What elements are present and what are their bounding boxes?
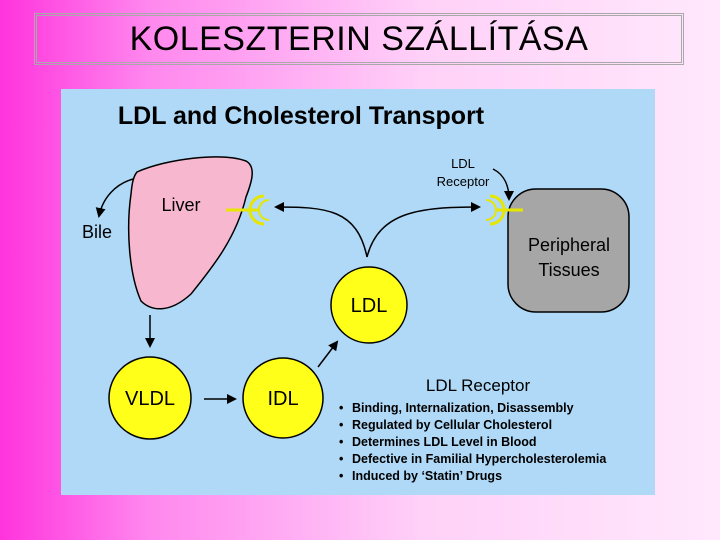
- liver-receptor-icon: [226, 194, 270, 226]
- ldl-transport-diagram: LDL and Cholesterol Transport Liver Bile…: [82, 102, 630, 483]
- idl-circle: [242, 357, 324, 439]
- peripheral-label-line2: Tissues: [538, 260, 599, 280]
- legend-bullet: •: [339, 435, 343, 449]
- liver-shape: [127, 156, 253, 310]
- idl-to-ldl-arrow: [317, 340, 339, 368]
- idl-label: IDL: [267, 388, 298, 410]
- diagram-panel: LDL and Cholesterol Transport Liver Bile…: [61, 89, 655, 495]
- legend-bullet: •: [339, 452, 343, 466]
- slide-title: KOLESZTERIN SZÁLLÍTÁSA: [34, 13, 684, 65]
- peripheral-label-line1: Peripheral: [528, 235, 610, 255]
- legend-item: Binding, Internalization, Disassembly: [352, 401, 574, 415]
- peripheral-tissues-shape: [507, 188, 630, 313]
- ldl-to-liver-arrow: [274, 202, 368, 258]
- legend-item: Regulated by Cellular Cholesterol: [352, 418, 552, 432]
- legend-bullet: •: [339, 401, 343, 415]
- ldl-circle: [330, 266, 408, 344]
- legend-bullet: •: [339, 418, 343, 432]
- vldl-circle: [108, 356, 192, 440]
- bile-arrow: [95, 178, 134, 218]
- legend-heading: LDL Receptor: [426, 376, 531, 395]
- tissue-receptor-icon: [485, 194, 523, 226]
- legend-list: • Binding, Internalization, Disassembly …: [339, 401, 607, 483]
- diagram-title: LDL and Cholesterol Transport: [118, 102, 485, 130]
- legend-bullet: •: [339, 469, 343, 483]
- ldl-to-tissues-arrow: [366, 202, 481, 258]
- legend-item: Determines LDL Level in Blood: [352, 435, 537, 449]
- receptor-label-line2: Receptor: [437, 174, 490, 189]
- legend-item: Induced by ‘Statin’ Drugs: [352, 469, 502, 483]
- bile-label: Bile: [82, 222, 112, 242]
- legend-item: Defective in Familial Hypercholesterolem…: [352, 452, 607, 466]
- receptor-pointer-arrow: [492, 168, 514, 201]
- receptor-label-line1: LDL: [451, 156, 475, 171]
- vldl-label: VLDL: [125, 388, 175, 410]
- liver-label: Liver: [161, 195, 200, 215]
- ldl-label: LDL: [351, 295, 388, 317]
